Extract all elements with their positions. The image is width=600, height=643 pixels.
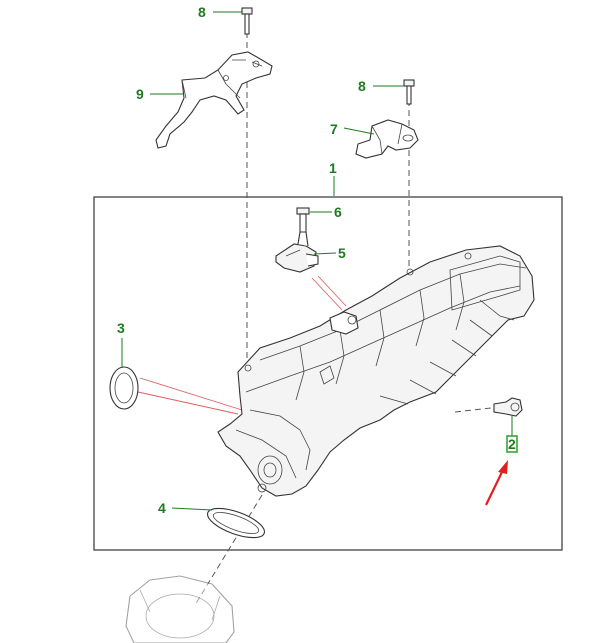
callout-3[interactable]: 3 <box>117 320 125 336</box>
assembly-frame <box>93 196 563 551</box>
callout-4[interactable]: 4 <box>158 500 166 516</box>
callout-8-top[interactable]: 8 <box>198 4 206 20</box>
callout-2[interactable]: 2 <box>508 436 516 452</box>
sensor-5[interactable] <box>275 231 319 273</box>
bracket-7[interactable] <box>355 119 419 159</box>
gasket-4[interactable] <box>204 502 268 543</box>
callout-1[interactable]: 1 <box>329 160 337 176</box>
sensor-2[interactable] <box>493 397 523 417</box>
bracket-9[interactable] <box>155 51 273 149</box>
callout-leaders <box>121 11 513 511</box>
pointer-arrow <box>485 460 508 506</box>
callouts: 8 9 8 7 1 6 5 3 2 4 <box>117 4 518 516</box>
position-leaders <box>137 275 347 415</box>
callout-2-highlight-box <box>506 435 518 453</box>
intake-manifold-1[interactable] <box>217 245 535 497</box>
bolt-8-right[interactable] <box>403 79 415 105</box>
throttle-body-ghost <box>125 575 235 643</box>
callout-9[interactable]: 9 <box>136 86 144 102</box>
callout-8-right[interactable]: 8 <box>358 78 366 94</box>
callout-5[interactable]: 5 <box>338 245 346 261</box>
bolt-8-top[interactable] <box>241 7 253 35</box>
callout-6[interactable]: 6 <box>334 204 342 220</box>
callout-7[interactable]: 7 <box>330 121 338 137</box>
seal-3[interactable] <box>109 366 139 410</box>
